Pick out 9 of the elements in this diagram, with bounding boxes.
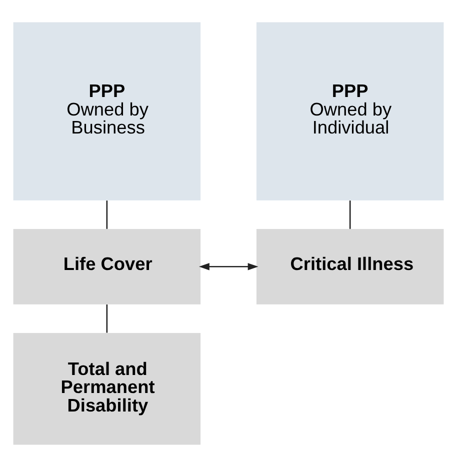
arrow <box>199 263 258 270</box>
connector <box>106 200 108 229</box>
node-box: Critical Illness <box>256 228 444 304</box>
node-box: PPP Owned by Business <box>13 22 201 200</box>
node-box: PPP Owned by Individual <box>256 22 444 200</box>
node-box: Total and Permanent Disability <box>13 332 201 445</box>
connector <box>106 304 108 333</box>
connector <box>349 200 351 229</box>
node-box: Life Cover <box>13 228 201 304</box>
